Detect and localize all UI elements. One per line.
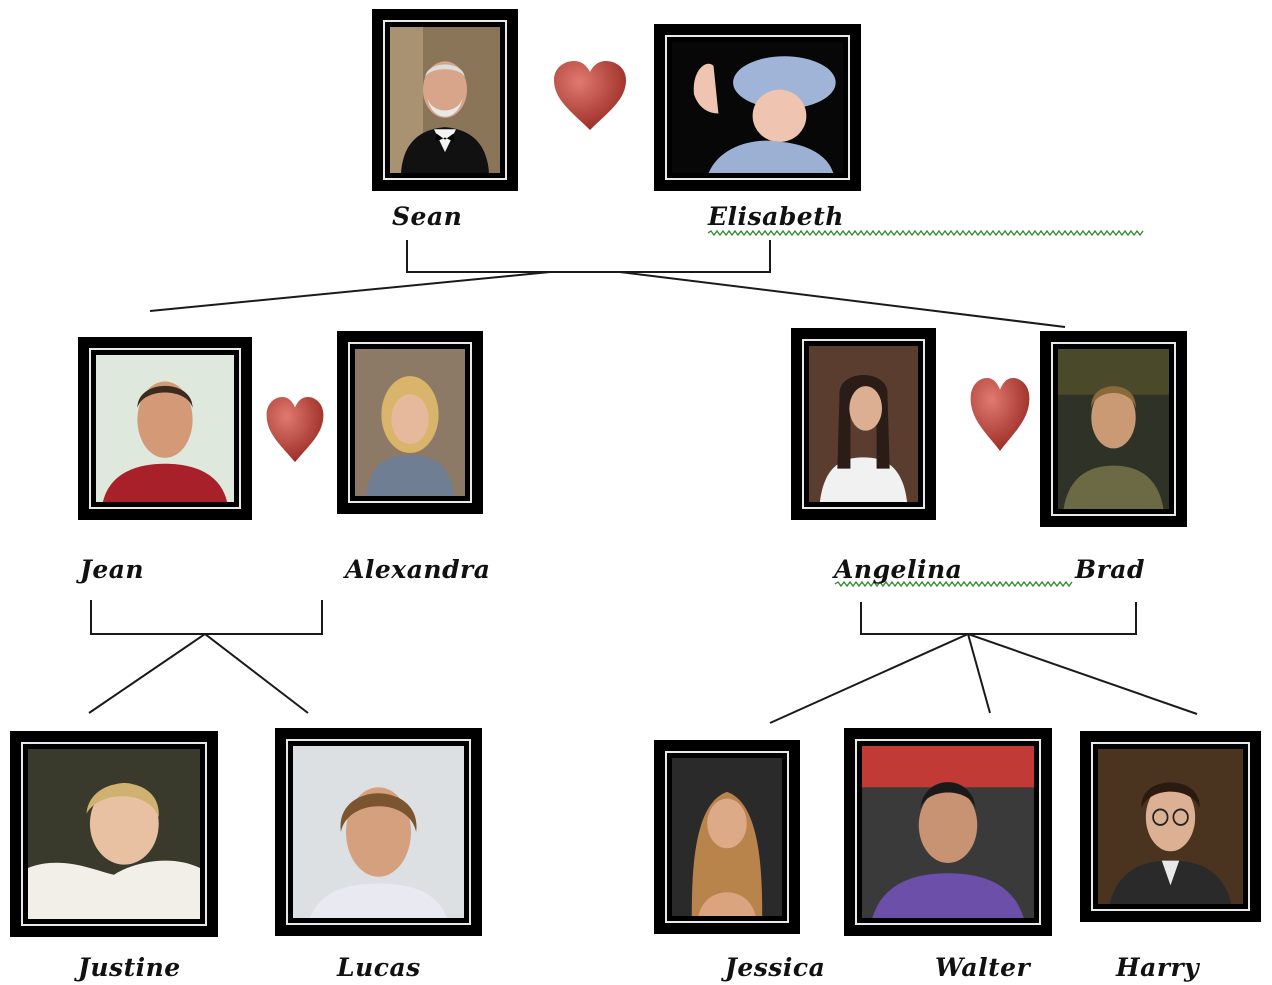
bracket-angelina-brad [860,602,1137,635]
portrait-elisabeth [654,24,861,191]
name-angelina: Angelina [834,555,963,584]
portrait-lucas [275,728,482,936]
portrait-alexandra [337,331,483,514]
line-to-lucas [204,633,309,714]
portrait-walter [844,728,1052,936]
bracket-jean-alexandra [90,600,323,635]
portrait-jean [78,337,252,520]
name-elisabeth: Elisabeth [708,202,844,231]
name-sean: Sean [392,202,463,231]
name-lucas: Lucas [337,953,421,982]
name-walter: Walter [935,953,1031,982]
line-to-walter [967,633,991,714]
line-to-jessica [769,633,969,724]
name-harry: Harry [1116,953,1200,982]
heart-icon [554,61,626,130]
heart-icon [970,378,1030,451]
name-alexandra: Alexandra [345,555,491,584]
name-justine: Justine [78,953,181,982]
line-to-brad [619,271,1066,328]
name-brad: Brad [1075,555,1145,584]
portrait-jessica [654,740,800,934]
line-to-harry [967,633,1198,715]
portrait-sean [372,9,518,191]
name-jean: Jean [80,555,145,584]
heart-icon [266,396,324,463]
name-jessica: Jessica [725,953,826,982]
spellcheck-squiggle-angelina [834,580,1073,588]
spellcheck-squiggle-elisabeth [707,229,1144,237]
line-to-jean [149,271,551,312]
portrait-brad [1040,331,1187,527]
line-to-justine [88,633,206,714]
portrait-justine [10,731,218,937]
bracket-sean-elisabeth [406,240,771,273]
portrait-angelina [791,328,936,520]
portrait-harry [1080,731,1261,922]
